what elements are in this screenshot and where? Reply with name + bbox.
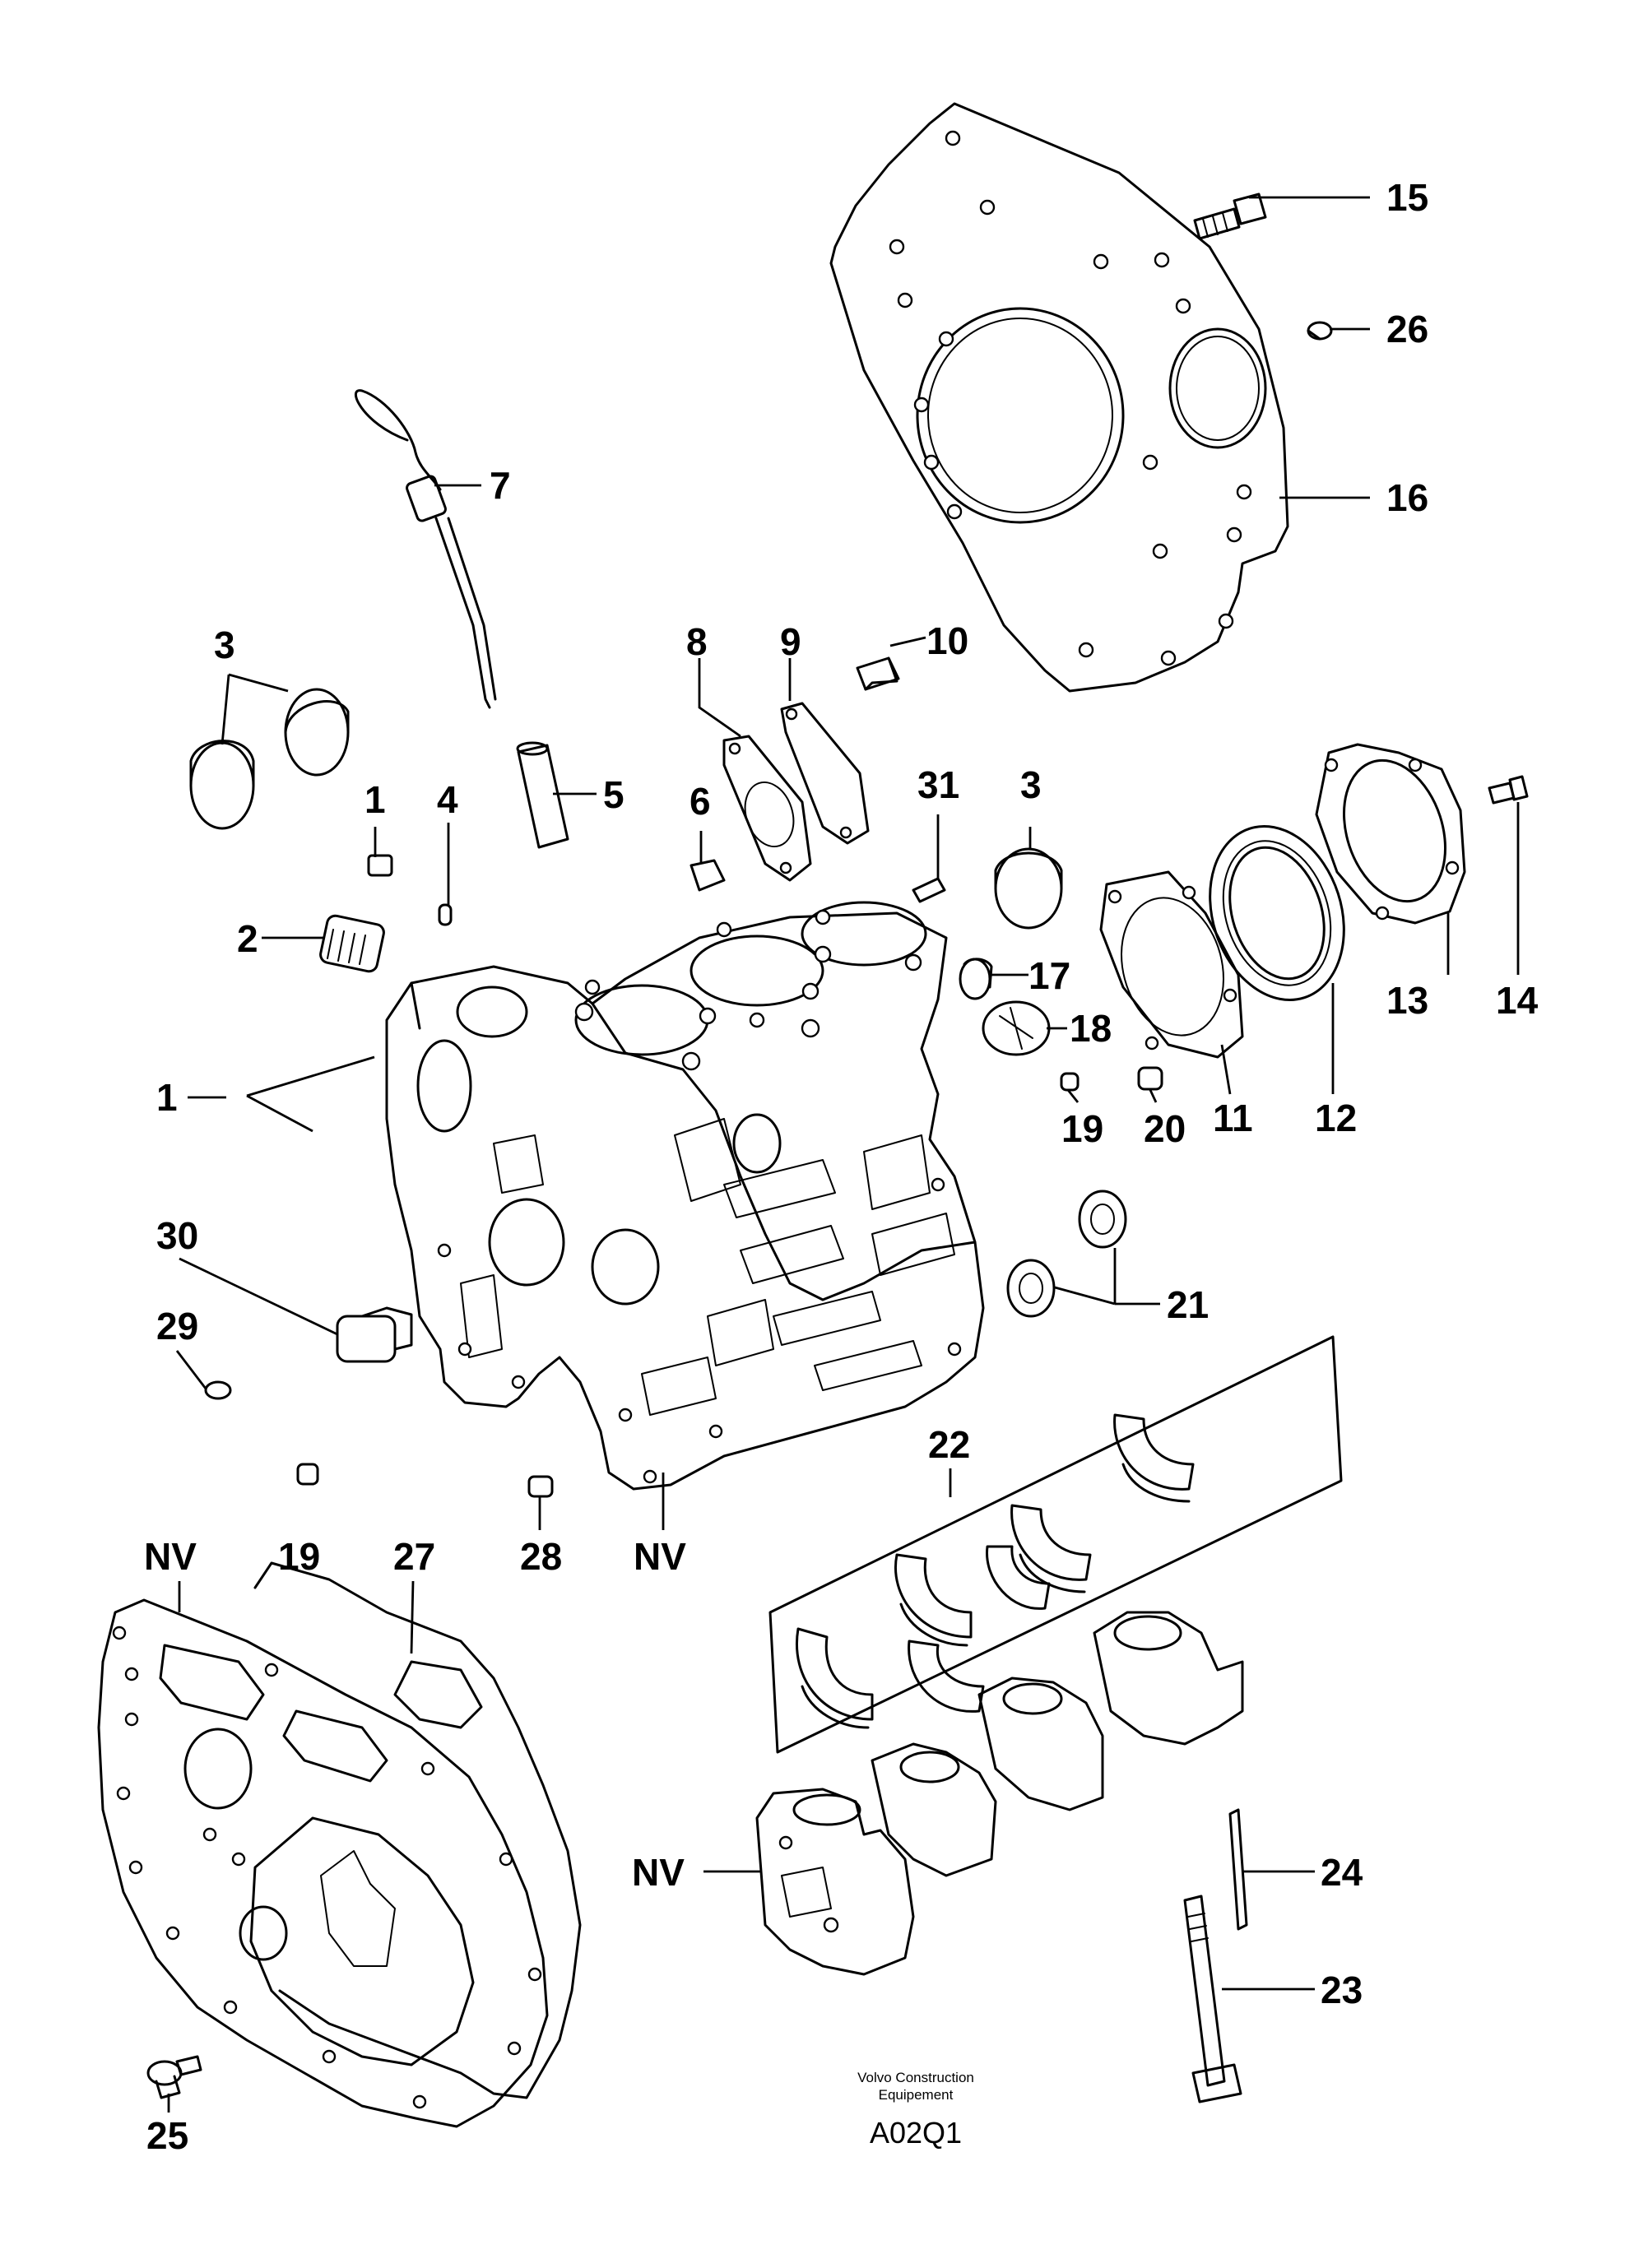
callout-2: 2: [237, 917, 258, 960]
callout-nv-block: NV: [634, 1535, 686, 1578]
leader-lines: [167, 196, 1520, 2113]
callout-7: 7: [490, 464, 511, 507]
flywheel-housing-plate: [829, 102, 1289, 693]
bearing-cap-3: [977, 1677, 1104, 1811]
callout-6: 6: [689, 780, 711, 823]
bolt-14: [1488, 775, 1529, 805]
figure-code: A02Q1: [870, 2116, 962, 2150]
callout-12: 12: [1315, 1097, 1357, 1139]
callout-14: 14: [1496, 979, 1539, 1022]
callout-5: 5: [603, 773, 624, 816]
bearing-cap-nv: [755, 1788, 915, 1976]
cylinder-block: [385, 901, 985, 1491]
callout-15: 15: [1386, 176, 1428, 219]
callout-30: 30: [156, 1214, 198, 1257]
bearing-cap-4: [1093, 1611, 1244, 1746]
core-plug-3-left: [189, 688, 350, 830]
callout-18: 18: [1070, 1007, 1112, 1050]
callout-29: 29: [156, 1305, 198, 1347]
gasket-8: [722, 735, 812, 882]
sensor-10: [856, 656, 900, 691]
core-plug-3-right: [994, 847, 1063, 930]
callout-19-lower: 19: [278, 1535, 320, 1578]
bolt-15: [1193, 192, 1267, 240]
callout-20: 20: [1144, 1107, 1186, 1150]
callout-3-right: 3: [1020, 763, 1042, 806]
callout-22: 22: [928, 1423, 970, 1466]
gasket-27: [253, 1561, 582, 2099]
callout-24: 24: [1321, 1851, 1363, 1894]
plug-30: [336, 1306, 413, 1363]
callout-11: 11: [1213, 1097, 1253, 1139]
pin-31: [912, 877, 946, 903]
callout-13: 13: [1386, 979, 1428, 1022]
seal-21-upper: [1078, 1190, 1127, 1249]
callout-25: 25: [146, 2114, 188, 2157]
bearing-shells-22: [768, 1335, 1343, 1754]
callout-nv-cap: NV: [632, 1851, 685, 1894]
gasket-11: [1099, 870, 1244, 1059]
callout-1-left: 1: [156, 1076, 178, 1119]
callout-10: 10: [926, 619, 968, 662]
callout-3-left: 3: [214, 624, 235, 666]
callout-nv-left: NV: [144, 1535, 197, 1578]
credit-line-2: Equipement: [879, 2087, 954, 2103]
callout-17: 17: [1028, 954, 1070, 997]
plug-19-right: [1060, 1072, 1080, 1092]
dipstick-7: [354, 389, 497, 709]
plug-1-top: [367, 854, 393, 877]
bolt-25: [146, 2055, 202, 2099]
oil-seal-12: [1209, 824, 1345, 1002]
callout-23: 23: [1321, 1969, 1363, 2011]
plug-17: [959, 958, 993, 1000]
plug-19-lower: [296, 1463, 319, 1486]
plug-20: [1137, 1066, 1163, 1091]
callout-labels: 15 26 16 7 3 8 9 10 1 4 5 6 31 3 2 17 18…: [144, 176, 1539, 2157]
callout-26: 26: [1386, 308, 1428, 350]
pipe-5: [516, 741, 569, 849]
bearing-cap-2: [871, 1742, 997, 1877]
cap-18: [982, 1000, 1051, 1056]
callout-8: 8: [686, 620, 708, 663]
gasket-9: [780, 702, 870, 845]
pin-4: [438, 903, 453, 926]
callout-9: 9: [780, 620, 801, 663]
callout-27: 27: [393, 1535, 435, 1578]
seal-21-lower: [1006, 1259, 1056, 1318]
callout-19-right: 19: [1061, 1107, 1103, 1150]
bolt-23: [1183, 1895, 1242, 2103]
callout-28: 28: [520, 1535, 562, 1578]
plug-6: [689, 859, 726, 892]
dowel-26: [1307, 321, 1333, 341]
pin-29: [204, 1380, 232, 1400]
callout-21: 21: [1167, 1283, 1209, 1326]
callout-16: 16: [1386, 476, 1428, 519]
seal-retainer-13: [1315, 743, 1466, 925]
callout-4: 4: [437, 778, 458, 821]
plug-2: [319, 914, 385, 973]
plug-28: [527, 1475, 554, 1498]
credit-line-1: Volvo Construction: [857, 2070, 974, 2085]
front-plate: [97, 1598, 549, 2128]
callout-1-top: 1: [364, 778, 386, 821]
pin-24: [1228, 1808, 1248, 1931]
callout-31: 31: [917, 763, 959, 806]
